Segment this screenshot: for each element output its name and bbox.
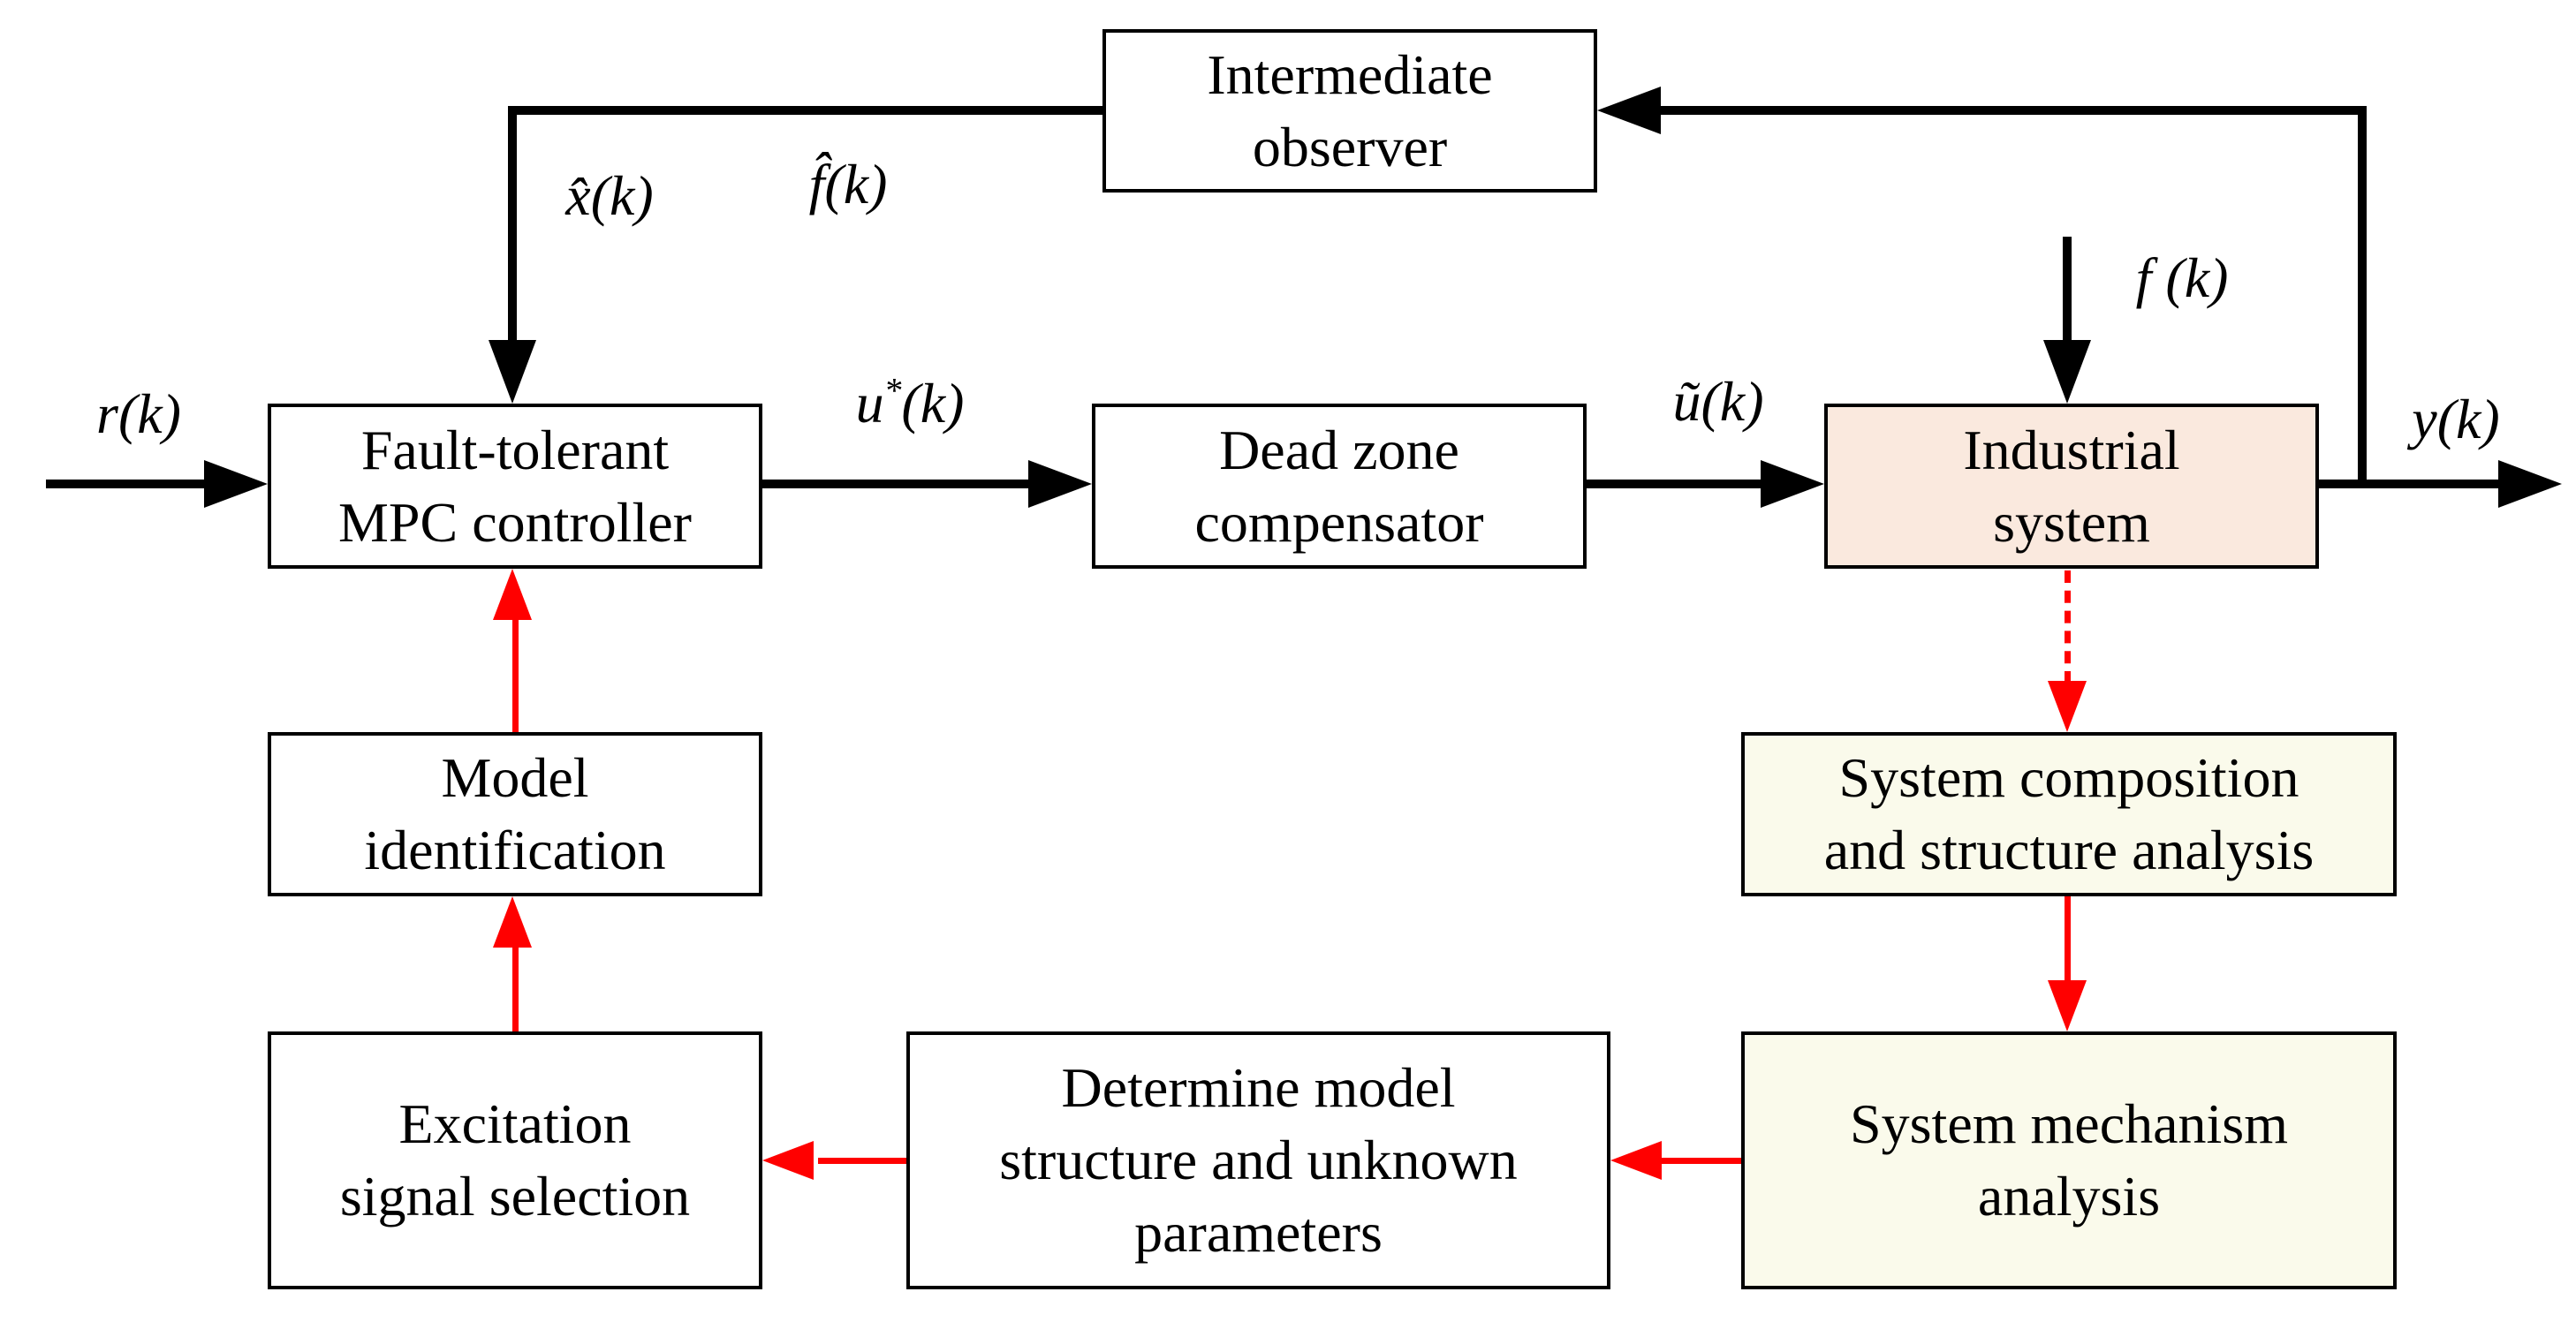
connector-mpc-to-deadzone xyxy=(762,480,1032,488)
box-label-line: and structure analysis xyxy=(1823,819,2315,881)
box-label-line: signal selection xyxy=(339,1165,691,1228)
box-label-line: identification xyxy=(364,819,666,881)
arrowhead-left-icon xyxy=(1597,87,1661,134)
arrowhead-right-icon xyxy=(2498,460,2562,508)
arrowhead-left-red-icon xyxy=(1610,1141,1662,1180)
connector-feedback-vertical xyxy=(2358,106,2367,488)
arrowhead-down-red-icon xyxy=(2048,980,2087,1031)
connector-observer-output-horizontal xyxy=(508,106,1102,115)
arrowhead-right-icon xyxy=(1761,460,1824,508)
arrowhead-down-icon xyxy=(489,340,536,404)
box-model-identification: Model identification xyxy=(268,732,762,896)
box-label-line: observer xyxy=(1252,115,1448,178)
signal-label-u-tilde: ũ(k) xyxy=(1672,370,1764,433)
box-label-line: MPC controller xyxy=(338,490,692,554)
u-star-superscript: * xyxy=(883,371,902,411)
connector-composition-to-mechanism xyxy=(2065,896,2071,985)
box-label-line: compensator xyxy=(1194,490,1484,554)
box-intermediate-observer: Intermediate observer xyxy=(1102,29,1597,193)
box-system-mechanism-analysis: System mechanism analysis xyxy=(1741,1031,2397,1289)
connector-industrial-to-composition-dashed xyxy=(2065,570,2071,684)
box-label-line: Intermediate xyxy=(1207,42,1493,106)
u-star-rest: (k) xyxy=(901,372,965,434)
connector-excitation-to-model xyxy=(512,943,519,1031)
box-label-line: system xyxy=(1993,490,2150,554)
connector-mechanism-to-determine xyxy=(1657,1158,1741,1164)
box-industrial-system: Industrial system xyxy=(1824,404,2319,569)
arrowhead-up-red-icon xyxy=(493,896,532,948)
arrowhead-right-icon xyxy=(1028,460,1092,508)
signal-label-r: r(k) xyxy=(96,382,181,445)
arrowhead-down-icon xyxy=(2043,340,2091,404)
box-label-line: parameters xyxy=(1134,1201,1383,1264)
connector-determine-to-excitation xyxy=(818,1158,906,1164)
arrowhead-down-red-icon xyxy=(2048,681,2087,732)
box-dead-zone-compensator: Dead zone compensator xyxy=(1092,404,1587,569)
signal-label-y: y(k) xyxy=(2412,388,2500,450)
box-label-line: analysis xyxy=(1977,1165,2161,1228)
box-label-line: System mechanism xyxy=(1850,1092,2288,1155)
arrowhead-right-icon xyxy=(204,460,268,508)
box-excitation-signal-selection: Excitation signal selection xyxy=(268,1031,762,1289)
box-label-line: Determine model xyxy=(1061,1056,1456,1119)
box-label-line: Model xyxy=(441,746,589,809)
box-label-line: structure and unknown xyxy=(999,1129,1518,1191)
connector-fault-input xyxy=(2063,237,2072,344)
arrowhead-up-red-icon xyxy=(493,569,532,620)
box-determine-model-structure-parameters: Determine model structure and unknown pa… xyxy=(906,1031,1610,1289)
u-star-base: u xyxy=(855,372,884,434)
box-label-line: Dead zone xyxy=(1219,418,1459,481)
box-label-line: Fault-tolerant xyxy=(360,418,670,481)
box-label-line: System composition xyxy=(1838,746,2299,809)
connector-observer-output-vertical xyxy=(508,106,517,344)
box-label-line: Industrial xyxy=(1963,418,2180,481)
signal-label-f-hat: f̂(k) xyxy=(808,153,888,215)
signal-label-u-star: u*(k) xyxy=(804,371,1016,436)
signal-label-x-hat: x̂(k) xyxy=(565,164,654,227)
arrowhead-left-red-icon xyxy=(762,1141,814,1180)
connector-feedback-to-observer xyxy=(1657,106,2367,115)
connector-deadzone-to-industrial xyxy=(1587,480,1763,488)
box-system-composition-structure-analysis: System composition and structure analysi… xyxy=(1741,732,2397,896)
box-fault-tolerant-mpc-controller: Fault-tolerant MPC controller xyxy=(268,404,762,569)
connector-reference-input xyxy=(46,480,209,488)
connector-output xyxy=(2318,480,2500,488)
signal-label-f: f (k) xyxy=(2135,246,2229,309)
connector-model-to-mpc xyxy=(512,616,519,732)
box-label-line: Excitation xyxy=(398,1092,632,1155)
